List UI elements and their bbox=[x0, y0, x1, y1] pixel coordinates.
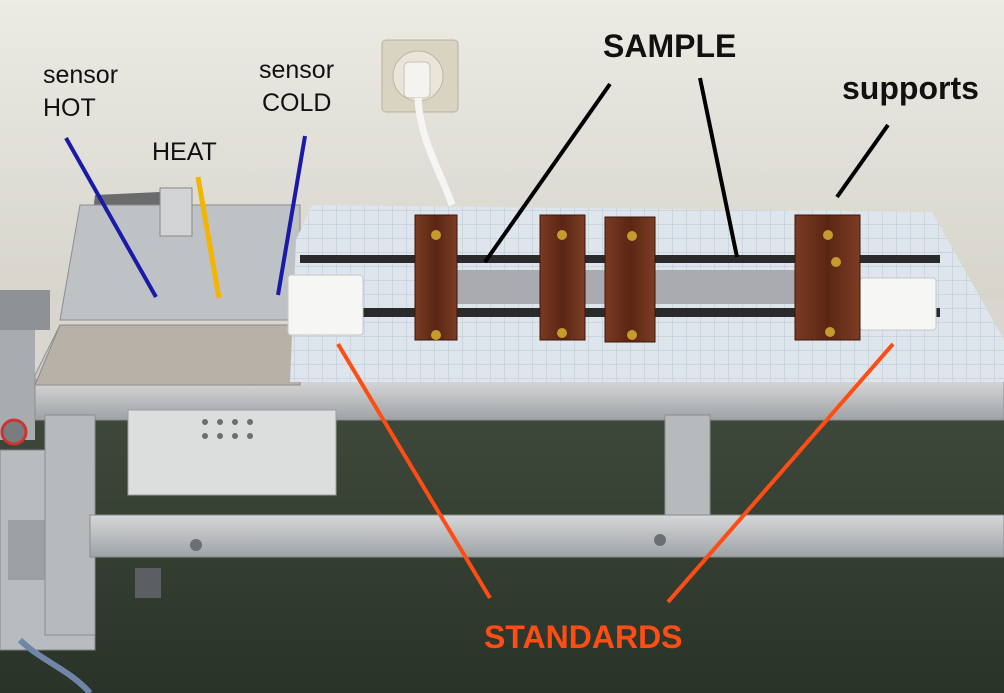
sensor-cold-pointer bbox=[276, 135, 307, 296]
label-sample: SAMPLE bbox=[603, 28, 737, 64]
power-cable bbox=[414, 97, 456, 207]
label-sensor-cold-line2: COLD bbox=[262, 89, 332, 117]
standard-block-right bbox=[859, 277, 937, 331]
electronics-box bbox=[127, 409, 337, 496]
wooden-support-2 bbox=[539, 214, 586, 341]
standards-pointer-left bbox=[336, 342, 492, 600]
table-leg-left bbox=[44, 414, 96, 636]
label-heat: HEAT bbox=[152, 138, 217, 166]
label-standards: STANDARDS bbox=[484, 619, 683, 655]
wooden-support-3 bbox=[604, 216, 656, 343]
label-sensor-cold-line1: sensor bbox=[259, 56, 335, 84]
sample-pointer-right bbox=[698, 77, 739, 258]
heat-pointer bbox=[195, 176, 222, 299]
label-sensor-hot-line2: HOT bbox=[43, 94, 96, 122]
table-rail-bottom bbox=[89, 514, 1004, 558]
table-foot bbox=[135, 568, 161, 598]
standard-block-left bbox=[287, 274, 364, 336]
front-metal-plate bbox=[34, 324, 301, 386]
supports-pointer bbox=[835, 123, 890, 199]
label-supports: supports bbox=[842, 70, 979, 106]
power-outlet bbox=[381, 39, 459, 113]
label-sensor-hot-line1: sensor bbox=[43, 61, 119, 89]
wooden-support-1 bbox=[414, 214, 458, 341]
standards-pointer-right bbox=[666, 342, 895, 604]
sensor-clamp bbox=[159, 187, 193, 237]
sample-pointer-left bbox=[483, 82, 612, 264]
wooden-support-4 bbox=[794, 214, 861, 341]
sensor-hot-pointer bbox=[64, 137, 158, 298]
